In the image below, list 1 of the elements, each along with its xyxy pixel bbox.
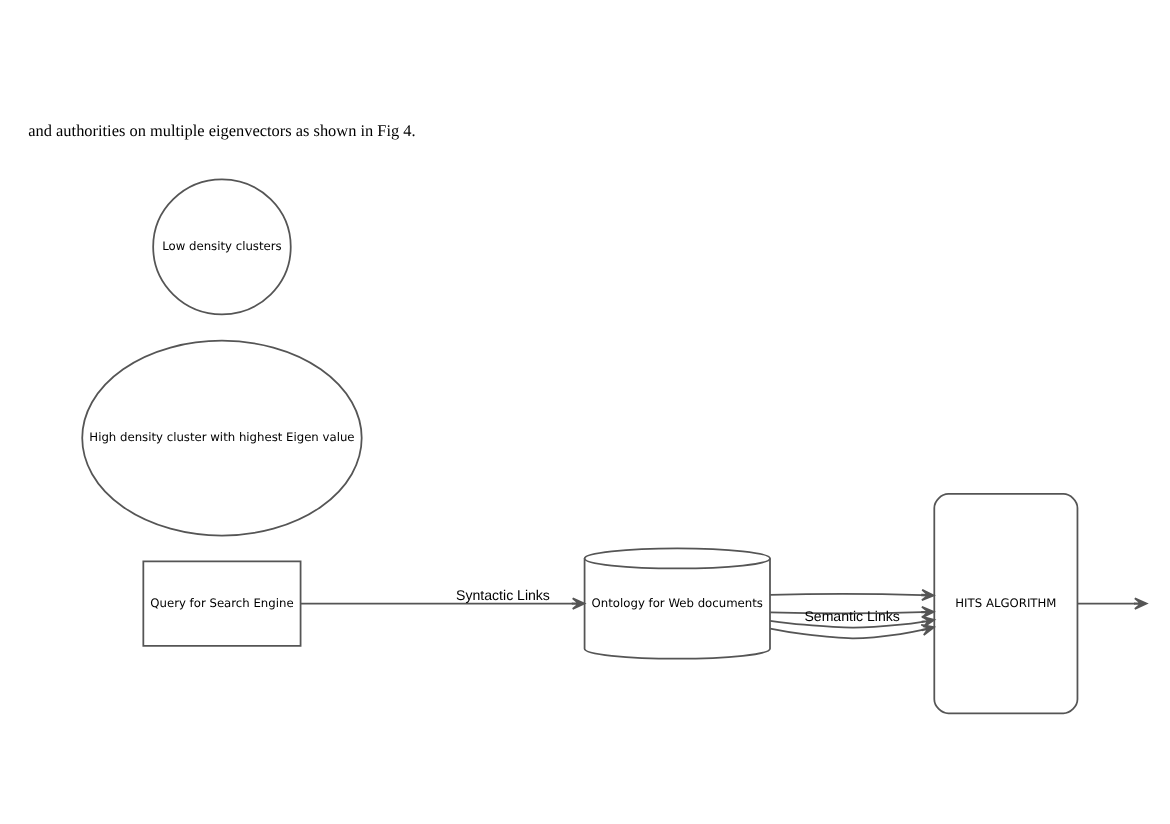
label: and authorities on multiple eigenvectors as shown in Fig 4.: [28, 122, 416, 141]
